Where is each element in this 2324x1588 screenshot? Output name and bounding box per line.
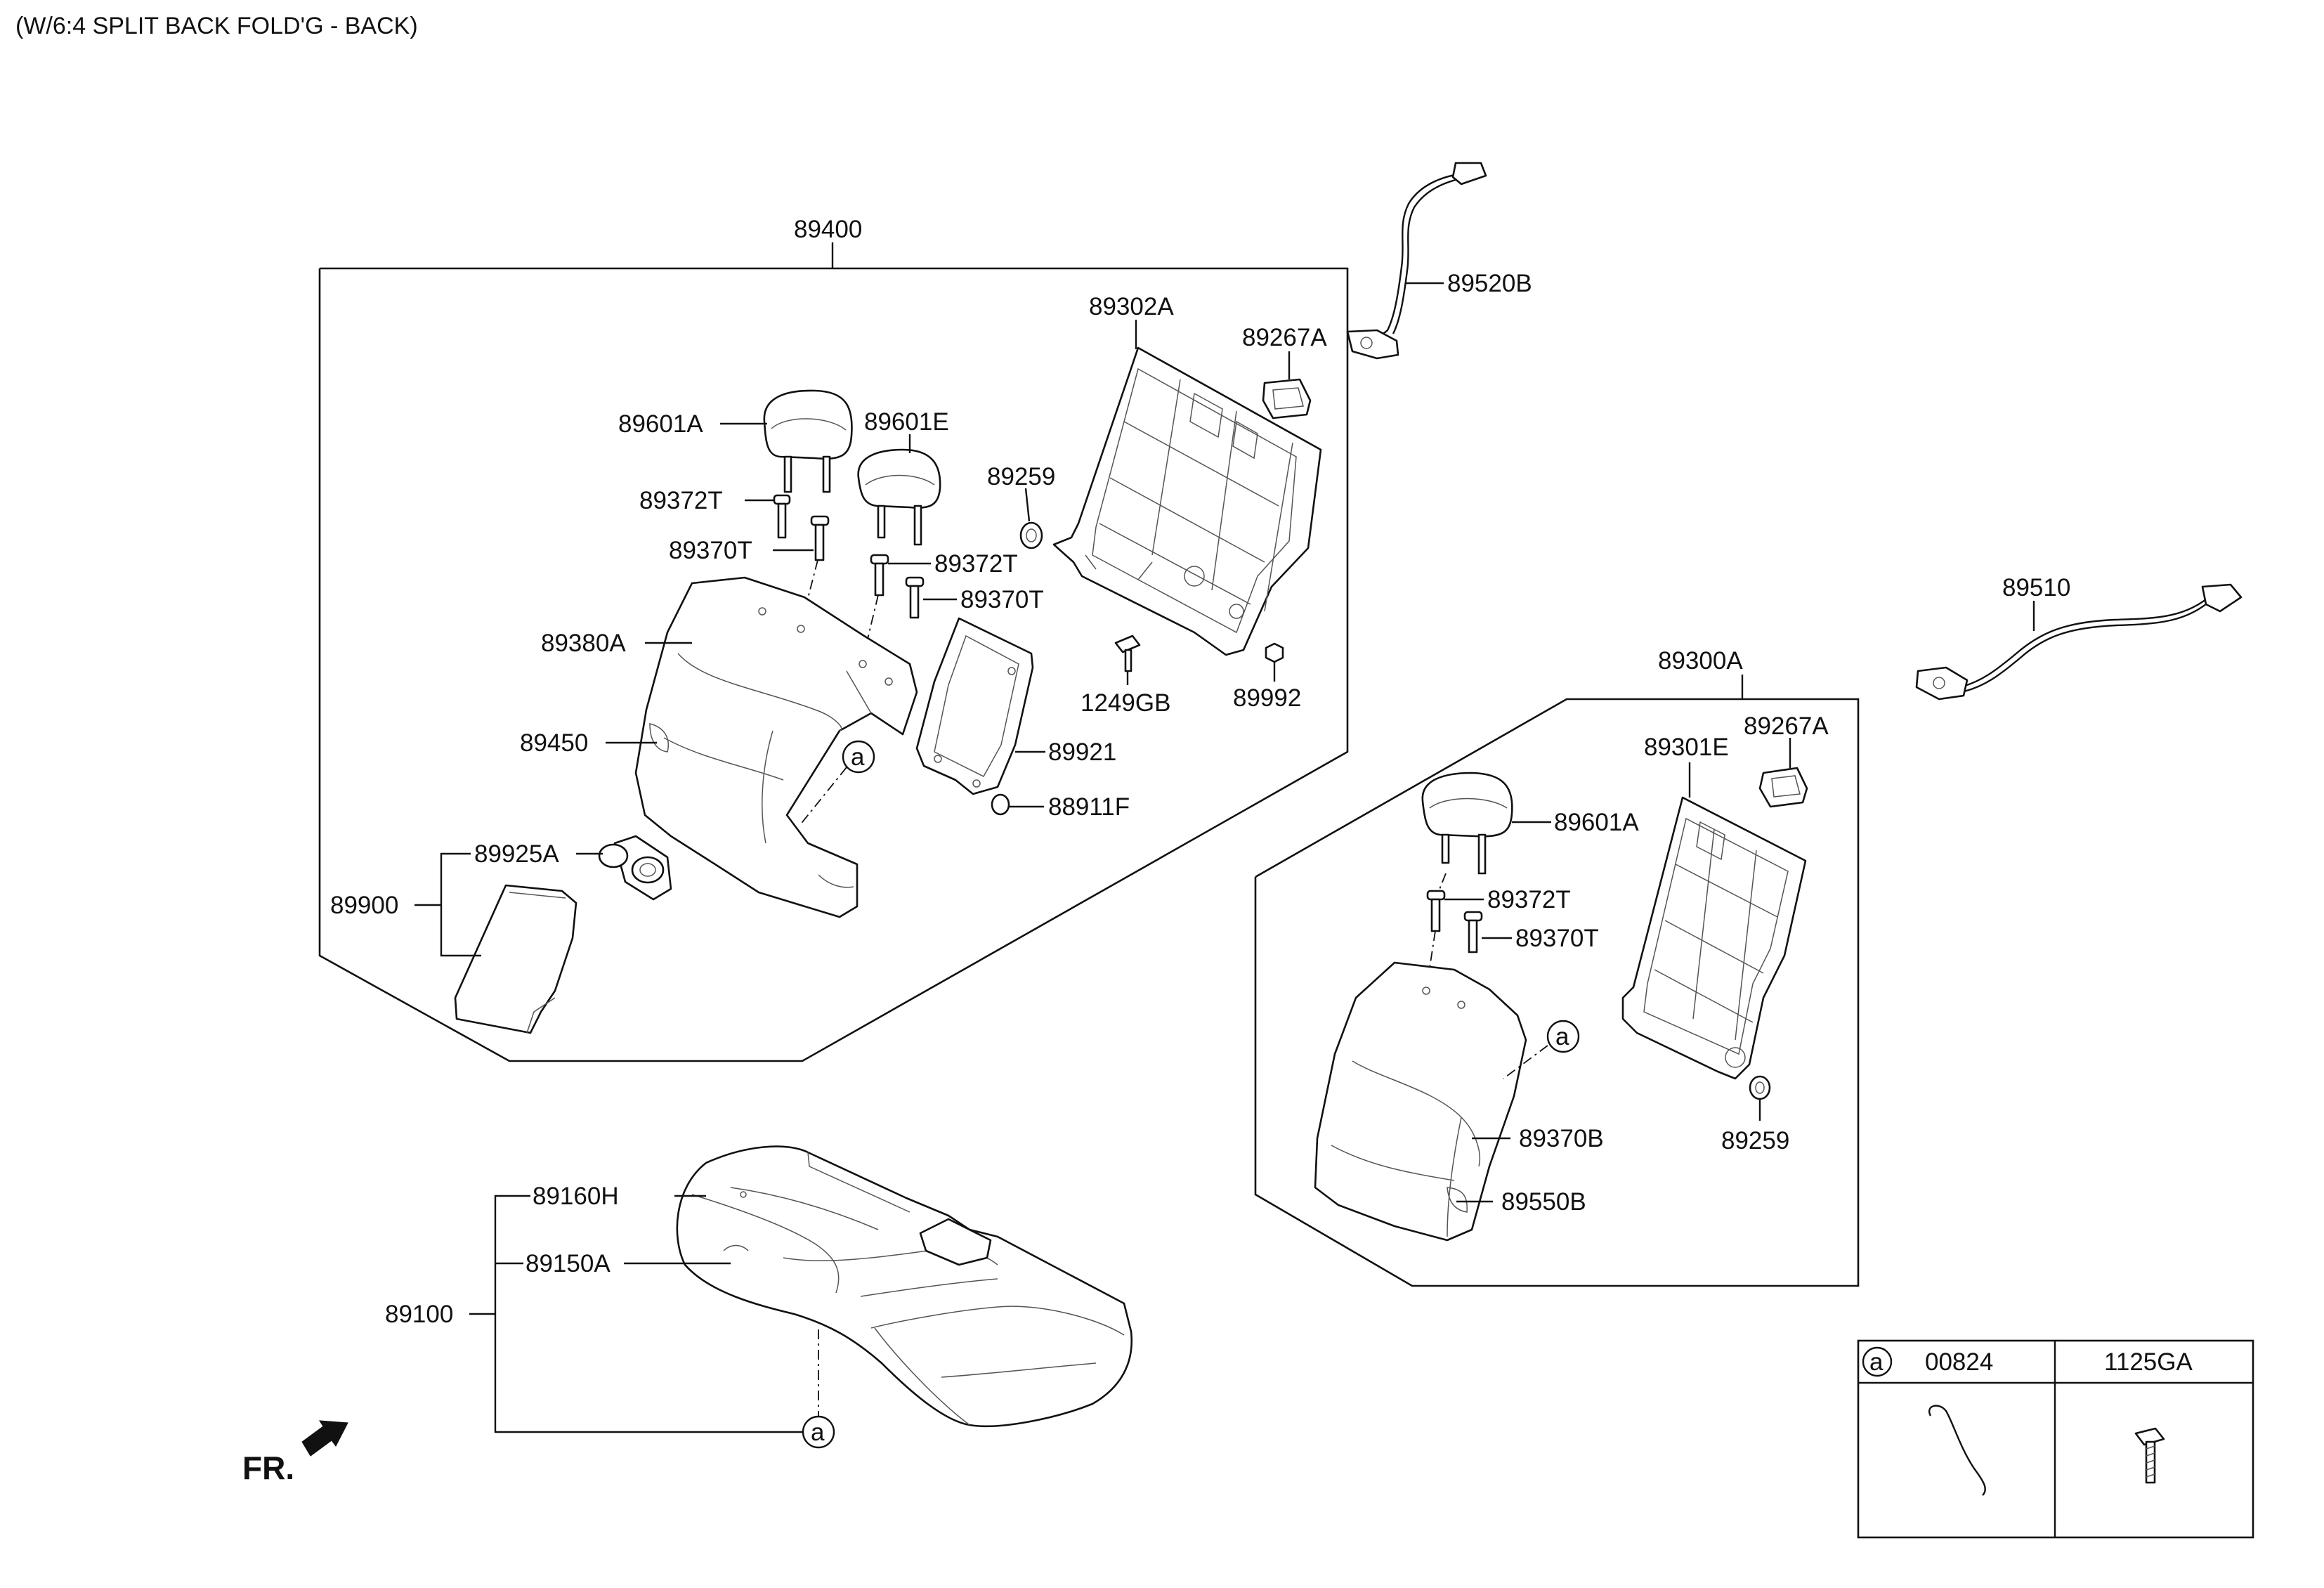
headrest-guide-89370T-center bbox=[905, 576, 925, 619]
release-cable-89520B bbox=[1346, 162, 1487, 360]
reference-marker-a-cushion bbox=[802, 1415, 835, 1449]
seat-back-assembly-group-89400: 89400 89302A 89267A 89601A bbox=[318, 216, 1349, 1062]
legend-marker-a bbox=[1862, 1346, 1893, 1377]
callout-89992: 89992 bbox=[1233, 684, 1301, 712]
callout-89259-upper: 89259 bbox=[987, 463, 1055, 490]
callout-89301E: 89301E bbox=[1644, 734, 1729, 761]
headrest-guide-89372T-center bbox=[870, 554, 889, 597]
callout-89520B: 89520B bbox=[1447, 270, 1532, 297]
bolt-1249GB bbox=[1114, 634, 1141, 672]
front-direction-indicator: FR. bbox=[242, 1420, 348, 1486]
diagram-title: (W/6:4 SPLIT BACK FOLD'G - BACK) bbox=[15, 13, 418, 39]
headrest-guide-89370T-right bbox=[1463, 911, 1483, 954]
reference-marker-a-right bbox=[1546, 1020, 1580, 1053]
reference-marker-a-cushion-letter: a bbox=[811, 1419, 825, 1446]
seat-back-cover-89380A bbox=[634, 576, 918, 918]
headrest-guide-89372T-left bbox=[773, 494, 791, 539]
clip-icon bbox=[1928, 1405, 1986, 1496]
screw-icon bbox=[2134, 1427, 2165, 1484]
reference-marker-a-upper bbox=[842, 740, 875, 774]
callout-89900: 89900 bbox=[330, 892, 398, 919]
callout-89302A: 89302A bbox=[1089, 293, 1174, 320]
callout-1249GB: 1249GB bbox=[1081, 689, 1170, 717]
headrest-89601E bbox=[857, 448, 941, 546]
headrest-89601A-right bbox=[1421, 772, 1513, 875]
legend-table: a 00824 1125GA bbox=[1857, 1339, 2254, 1539]
callout-89259-right: 89259 bbox=[1721, 1127, 1789, 1154]
legend-marker-a-letter: a bbox=[1869, 1348, 1884, 1376]
reference-marker-a-upper-letter: a bbox=[851, 743, 865, 771]
headrest-guide-89372T-right bbox=[1426, 890, 1446, 932]
callout-89267A-right: 89267A bbox=[1744, 712, 1829, 740]
legend-part-1125GA: 1125GA bbox=[2104, 1348, 2193, 1376]
latch-cover-89267A bbox=[1262, 378, 1312, 419]
trim-cover-89921 bbox=[915, 617, 1034, 795]
pad-89550B bbox=[1447, 1187, 1468, 1213]
callout-89370B: 89370B bbox=[1519, 1125, 1604, 1152]
release-cable-89510 bbox=[1915, 583, 2243, 701]
callout-89921: 89921 bbox=[1048, 738, 1116, 766]
cup-holder-89925A bbox=[598, 835, 672, 901]
callout-89372T-right: 89372T bbox=[1487, 886, 1571, 913]
seat-cushion-89100 bbox=[676, 1145, 1133, 1427]
callout-89925A: 89925A bbox=[474, 840, 559, 868]
headrest-guide-89370T-left bbox=[810, 515, 830, 561]
reference-marker-a-right-letter: a bbox=[1555, 1023, 1569, 1050]
latch-cover-89267A-right bbox=[1758, 767, 1808, 808]
legend-part-00824: 00824 bbox=[1925, 1348, 1993, 1376]
callout-89370T-center: 89370T bbox=[960, 586, 1044, 613]
front-arrow-icon bbox=[301, 1420, 348, 1457]
seat-back-frame-89302A bbox=[1052, 346, 1322, 656]
callout-89450: 89450 bbox=[520, 729, 588, 757]
callout-89160H: 89160H bbox=[533, 1183, 619, 1210]
grommet-89259-upper bbox=[1019, 521, 1043, 549]
callout-89372T-center: 89372T bbox=[934, 550, 1018, 578]
nut-89992 bbox=[1265, 642, 1284, 663]
callout-89550B: 89550B bbox=[1501, 1188, 1586, 1216]
seat-back-frame-89301E bbox=[1621, 796, 1807, 1080]
headrest-89601A bbox=[763, 389, 853, 493]
callout-89150A: 89150A bbox=[525, 1250, 611, 1277]
armrest-89900 bbox=[454, 884, 577, 1034]
callout-89267A-upper: 89267A bbox=[1242, 324, 1327, 351]
ring-88911F bbox=[991, 793, 1010, 816]
callout-89372T-upper-left: 89372T bbox=[639, 487, 723, 514]
callout-89601A-right: 89601A bbox=[1554, 809, 1639, 836]
callout-89300A: 89300A bbox=[1658, 647, 1743, 675]
callout-89400: 89400 bbox=[794, 216, 862, 243]
callout-89100: 89100 bbox=[385, 1301, 453, 1328]
seat-back-cover-89370B bbox=[1314, 961, 1527, 1242]
callout-88911F: 88911F bbox=[1048, 793, 1130, 821]
grommet-89259-right bbox=[1749, 1075, 1771, 1100]
callout-89370T-upper-left: 89370T bbox=[669, 537, 752, 564]
front-label: FR. bbox=[242, 1450, 294, 1486]
pad-89450 bbox=[649, 723, 669, 753]
callout-89380A: 89380A bbox=[541, 630, 626, 657]
callout-89370T-right: 89370T bbox=[1515, 925, 1599, 952]
callout-89601E: 89601E bbox=[864, 408, 949, 436]
callout-89510: 89510 bbox=[2002, 574, 2070, 601]
callout-89601A-left: 89601A bbox=[618, 410, 703, 438]
seat-back-assembly-group-89300A: 89300A 89301E 89267A 89601A bbox=[1254, 647, 1860, 1287]
